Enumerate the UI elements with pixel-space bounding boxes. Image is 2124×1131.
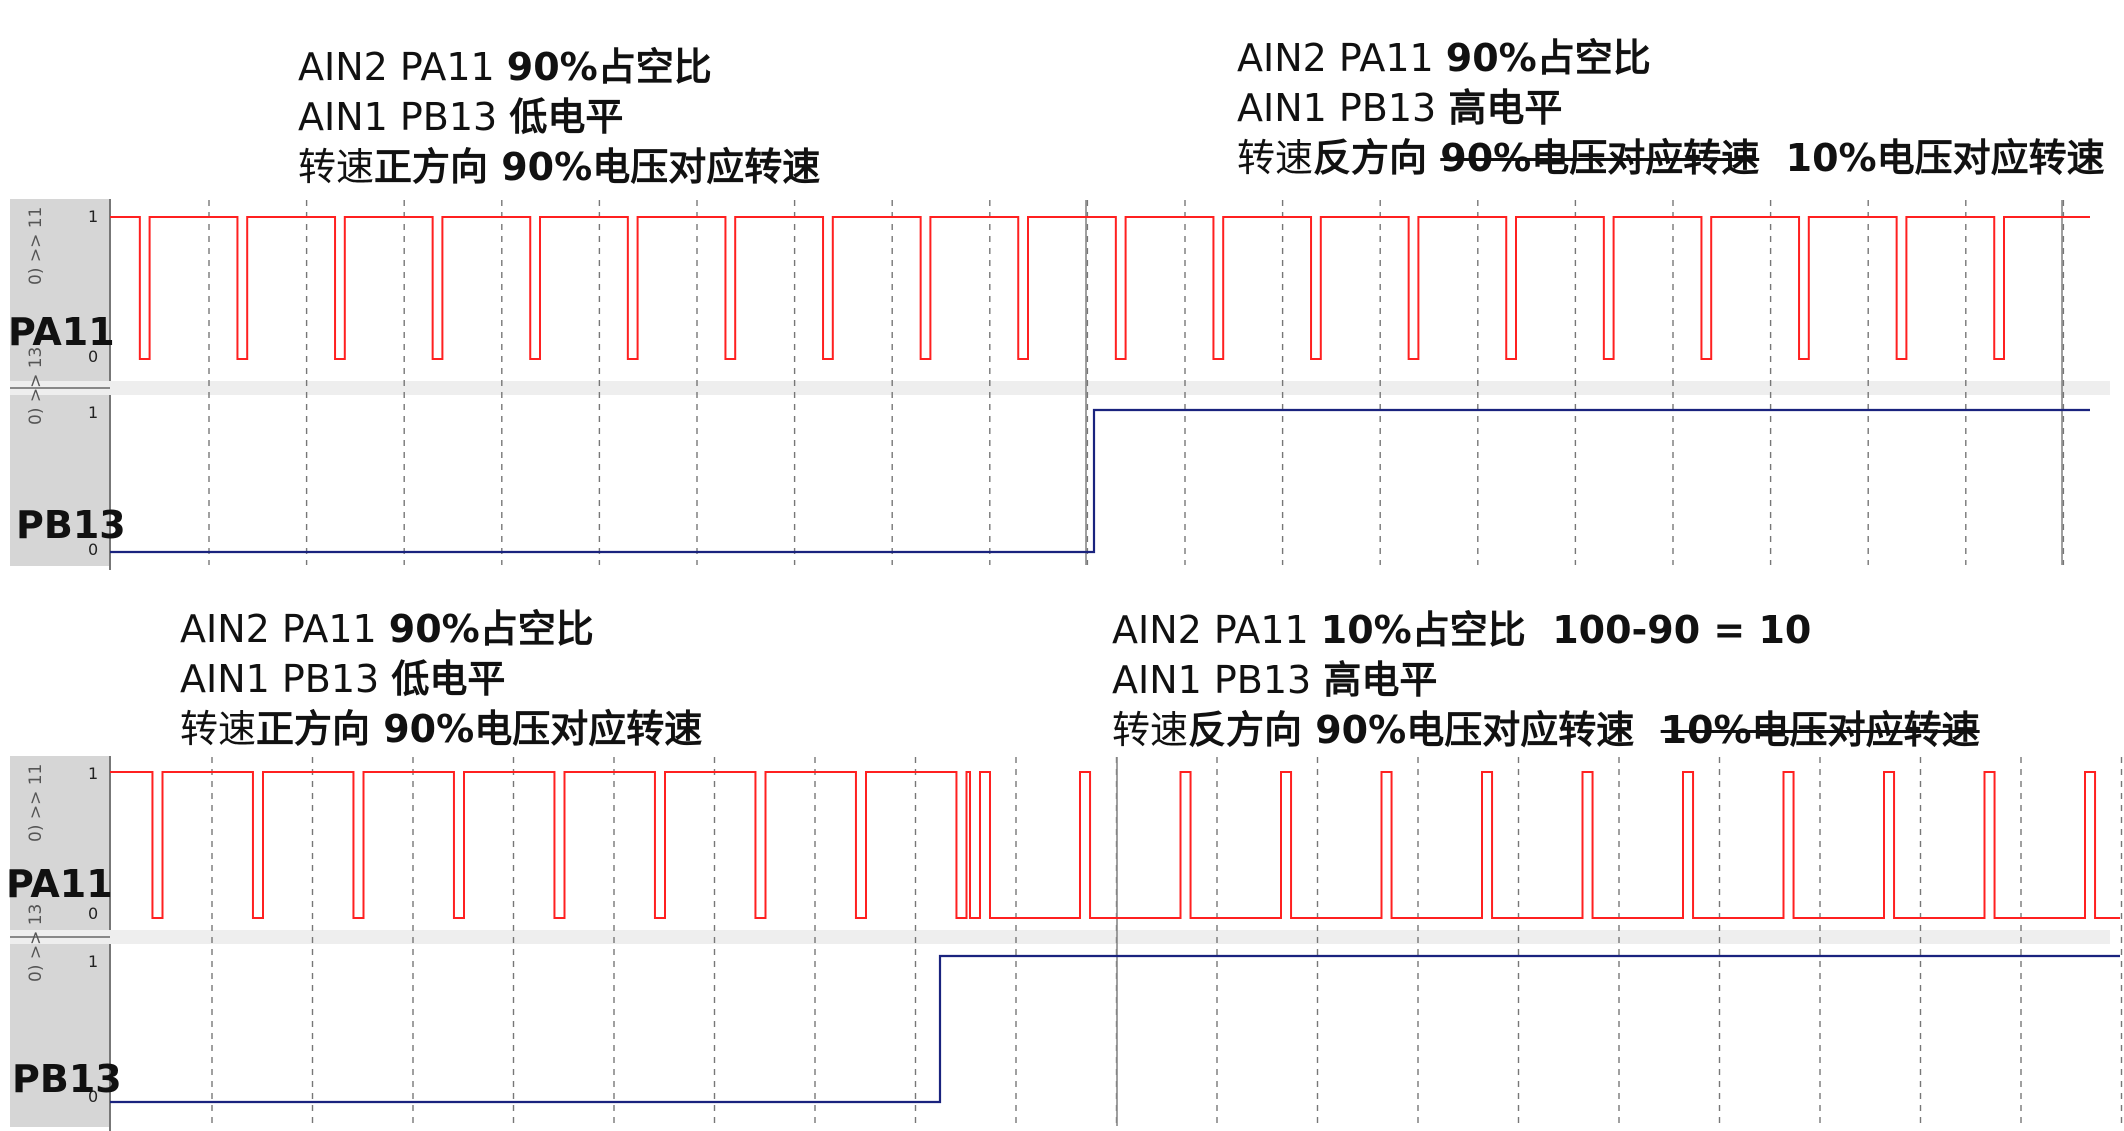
pa11-expr-label: 0) >> 11 [26, 206, 46, 285]
annot-bold: 低电平 [509, 95, 624, 139]
pb13-signal-label: PB13 [16, 503, 126, 547]
annot-prefix: 转速 [1112, 708, 1189, 752]
annot-bold: 10%占空比 100-90 = 10 [1320, 608, 1812, 652]
pa11-high-level: 1 [88, 207, 99, 226]
pb13-low-level: 0 [88, 540, 99, 559]
pa11-waveform [110, 771, 2120, 919]
annot-prefix: AIN1 PB13 [1237, 86, 1449, 130]
annot-prefix: AIN1 PB13 [180, 657, 392, 701]
bottom-right-annotation: AIN2 PA11 10%占空比 100-90 = 10 AIN1 PB13 高… [1112, 605, 1980, 755]
annot-bold: 90%占空比 [388, 607, 594, 651]
top-logic-panel: 0) >> 11 0) >> 13 1 0 1 0 PA11 PB13 [0, 195, 2124, 570]
annot-prefix: AIN2 PA11 [1237, 36, 1446, 80]
pa11-low-level: 0 [88, 347, 99, 366]
annot-bold: 正方向 90%电压对应转速 [374, 145, 821, 189]
pb13-expr-label: 0) >> 13 [26, 903, 46, 982]
pb13-high-level: 1 [88, 403, 99, 422]
annot-prefix: AIN2 PA11 [180, 607, 389, 651]
annot-strikethrough: 10%电压对应转速 [1660, 708, 1980, 752]
annot-prefix: AIN2 PA11 [1112, 608, 1321, 652]
pa11-expr-label: 0) >> 11 [26, 763, 46, 842]
pa11-signal-label: PA11 [8, 310, 115, 354]
pb13-high-level: 1 [88, 952, 99, 971]
annot-bold: 正方向 90%电压对应转速 [256, 707, 703, 751]
annot-prefix: 转速 [180, 707, 257, 751]
annot-strikethrough: 90%电压对应转速 [1440, 136, 1760, 180]
pa11-waveform [110, 216, 2090, 360]
annot-bold: 反方向 [1313, 136, 1441, 180]
annot-bold: 高电平 [1448, 86, 1563, 130]
annot-bold: 低电平 [391, 657, 506, 701]
pb13-expr-label: 0) >> 13 [26, 346, 46, 425]
pa11-signal-label: PA11 [6, 862, 113, 906]
annot-prefix: AIN1 PB13 [298, 95, 510, 139]
pa11-low-level: 0 [88, 904, 99, 923]
pb13-signal-label: PB13 [12, 1057, 122, 1101]
top-right-annotation: AIN2 PA11 90%占空比 AIN1 PB13 高电平 转速反方向 90%… [1237, 33, 2105, 183]
pb13-low-level: 0 [88, 1087, 99, 1106]
annot-bold: 90%占空比 [506, 45, 712, 89]
annot-bold: 10%电压对应转速 [1759, 136, 2105, 180]
bottom-left-annotation: AIN2 PA11 90%占空比 AIN1 PB13 低电平 转速正方向 90%… [180, 604, 702, 754]
bottom-logic-panel: 0) >> 11 0) >> 13 1 0 1 0 PA11 PB13 [0, 752, 2124, 1131]
annot-prefix: AIN1 PB13 [1112, 658, 1324, 702]
pb13-waveform [110, 408, 2090, 554]
top-waveform-svg [10, 199, 2110, 570]
pb13-waveform [110, 954, 2120, 1104]
annot-bold: 反方向 90%电压对应转速 [1188, 708, 1661, 752]
trace-separator [10, 381, 2110, 395]
trace-separator [10, 930, 2110, 944]
annot-bold: 90%占空比 [1445, 36, 1651, 80]
annot-bold: 高电平 [1323, 658, 1438, 702]
annot-prefix: 转速 [298, 145, 375, 189]
annot-prefix: 转速 [1237, 136, 1314, 180]
top-left-annotation: AIN2 PA11 90%占空比 AIN1 PB13 低电平 转速正方向 90%… [298, 42, 820, 192]
pa11-high-level: 1 [88, 764, 99, 783]
annot-prefix: AIN2 PA11 [298, 45, 507, 89]
bottom-waveform-svg [10, 756, 2123, 1131]
